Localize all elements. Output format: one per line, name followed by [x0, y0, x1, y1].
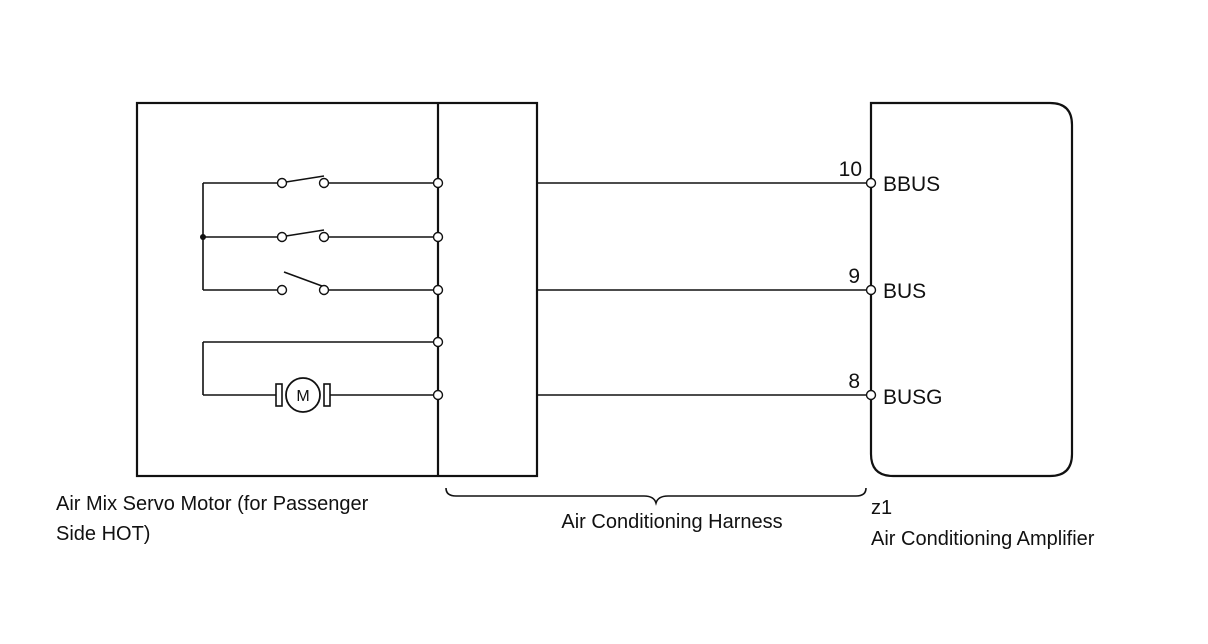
servo-motor-caption-line2: Side HOT)	[56, 523, 150, 545]
motor-circuit: M	[202, 341, 434, 413]
pin-name: BUS	[883, 280, 926, 303]
harness-label: Air Conditioning Harness	[561, 511, 782, 533]
terminal-icon	[432, 336, 444, 348]
amplifier-connector-code: z1	[871, 497, 892, 519]
terminal-icon	[865, 284, 877, 296]
harness-wires	[537, 182, 867, 396]
amplifier-box	[869, 101, 1074, 478]
pin-number: 8	[848, 370, 860, 393]
brace-icon	[445, 487, 867, 506]
terminal-icon	[432, 231, 444, 243]
terminal-icon	[865, 389, 877, 401]
switch-icon	[276, 175, 330, 189]
servo-terminals	[432, 177, 444, 401]
switch-circuit	[200, 175, 434, 296]
motor-icon: M	[275, 377, 331, 413]
terminal-icon	[865, 177, 877, 189]
amplifier-label: Air Conditioning Amplifier	[871, 528, 1095, 550]
servo-motor-caption-line1: Air Mix Servo Motor (for Passenger	[56, 493, 369, 515]
terminal-icon	[432, 389, 444, 401]
terminal-icon	[432, 177, 444, 189]
switch-icon	[276, 271, 330, 296]
terminal-icon	[432, 284, 444, 296]
switch-icon	[276, 229, 330, 243]
pin-name: BUSG	[883, 386, 943, 409]
pin-number: 9	[848, 265, 860, 288]
pin-number: 10	[839, 158, 862, 181]
pin-name: BBUS	[883, 173, 940, 196]
motor-symbol-label: M	[296, 388, 309, 405]
